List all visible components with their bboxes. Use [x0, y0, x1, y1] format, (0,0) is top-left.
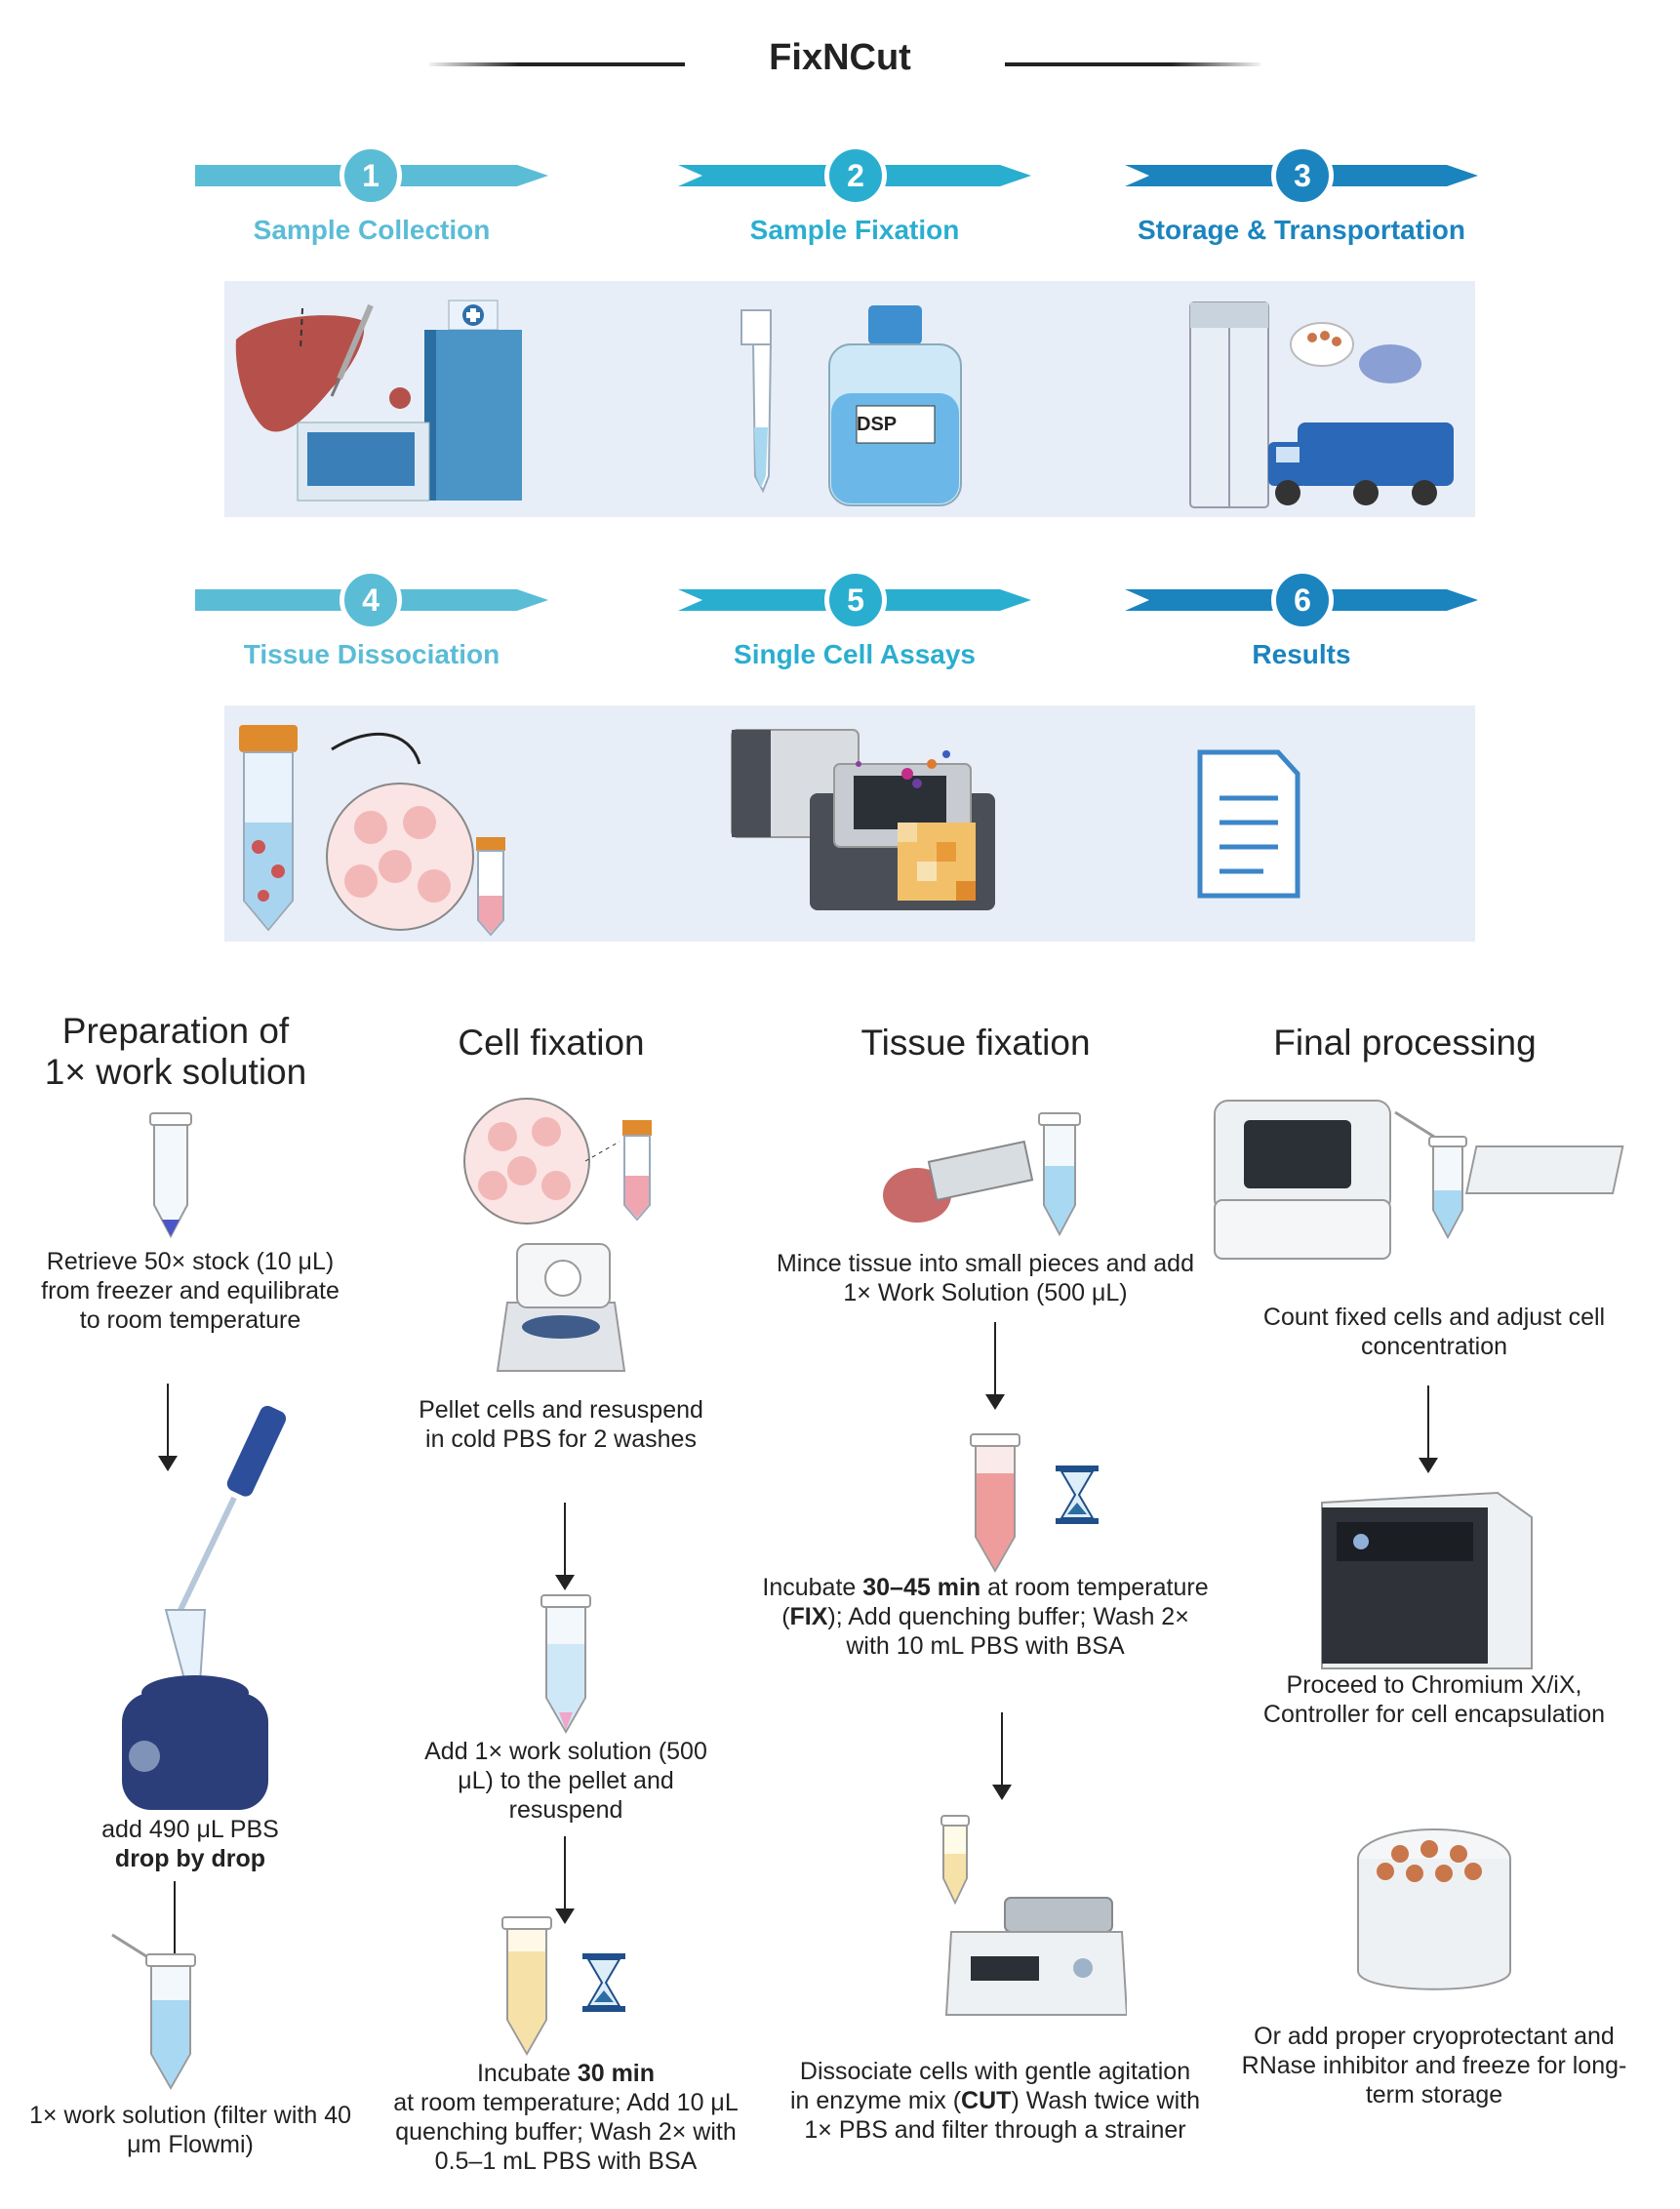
- prep-step2-line1: add 490 μL PBS: [101, 1816, 279, 1843]
- prep-title-line1: Preparation of: [61, 1011, 290, 1051]
- scalpel-icon: [330, 303, 374, 397]
- incubation-tube-icon: [501, 1916, 552, 2057]
- step-2-badge: 2: [824, 144, 887, 207]
- mince-tissue-icon: [883, 1112, 1081, 1237]
- heatmap-icon: [898, 823, 976, 901]
- tissue-step2-pre: Incubate: [762, 1574, 863, 1601]
- step-2-label: Sample Fixation: [749, 215, 960, 245]
- hospital-icon: [297, 300, 522, 502]
- cell-step3-pre: Incubate: [476, 2060, 578, 2087]
- cell-title: Cell fixation: [458, 1023, 645, 1063]
- cell-arrow-1: [553, 1503, 577, 1590]
- chromium-controller-icon: [1321, 1491, 1533, 1669]
- prep-arrow-1: [156, 1384, 180, 1471]
- title-rule-left: [429, 62, 685, 66]
- hourglass-icon-2: [1056, 1466, 1099, 1524]
- step-6-badge: 6: [1271, 569, 1334, 631]
- tissue-step3-cut: CUT: [961, 2087, 1012, 2114]
- truck-icon: [1268, 422, 1454, 505]
- tissue-title: Tissue fixation: [860, 1023, 1091, 1063]
- final-title: Final processing: [1273, 1023, 1537, 1063]
- step-1-badge: 1: [340, 144, 402, 207]
- tissue-step3-block: Dissociate cells with gentle agitation i…: [790, 2057, 1200, 2145]
- prep-step1-text: Retrieve 50× stock (10 μL) from freezer …: [41, 1248, 340, 1334]
- title-rule-right: [1005, 62, 1260, 66]
- liver-icon: [235, 307, 365, 432]
- dsp-bottle-icon: [828, 305, 962, 506]
- cell-step3-post: at room temperature; Add 10 μL quenching…: [393, 2089, 739, 2175]
- cell-step1-text: Pellet cells and resuspend in cold PBS f…: [419, 1396, 703, 1453]
- step-3-label: Storage & Transportation: [1137, 215, 1466, 245]
- step-5-label: Single Cell Assays: [734, 639, 976, 669]
- tissue-arrow-2: [990, 1712, 1014, 1800]
- tissue-step2-post: ); Add quenching buffer; Wash 2× with 10…: [827, 1603, 1189, 1660]
- tissue-step1-text: Mince tissue into small pieces and add 1…: [776, 1250, 1194, 1306]
- tissue-step3-post: ) Wash twice with 1× PBS and filter thro…: [804, 2087, 1200, 2144]
- falcon-tube-icon: [239, 725, 298, 932]
- tissue-step2-bold: 30–45 min: [862, 1574, 981, 1601]
- cell-counter-icon: [1214, 1100, 1624, 1260]
- stock-tube-icon: [149, 1112, 192, 1239]
- freezer-icon: [1189, 301, 1269, 508]
- final-step2-text: Proceed to Chromium X/iX, Controller for…: [1262, 1671, 1606, 1728]
- step-5-badge: 5: [824, 569, 887, 631]
- cells-magnified-icon: [463, 1098, 652, 1225]
- curved-arrow-icon: [331, 732, 421, 765]
- panel-top: DSP: [224, 281, 1475, 517]
- panel-top-illustrations: DSP: [235, 300, 1454, 508]
- panel-bottom: [224, 705, 1475, 942]
- final-step1-text: Count fixed cells and adjust cell concen…: [1262, 1304, 1606, 1360]
- tissue-step2-mid: at room temperature (: [781, 1574, 1209, 1630]
- final-step3-text: Or add proper cryoprotectant and RNase i…: [1241, 2023, 1627, 2109]
- step-4-label: Tissue Dissociation: [243, 639, 500, 669]
- tissue-step3-pre: Dissociate cells with gentle agitation i…: [790, 2058, 1191, 2114]
- prep-step3-text: 1× work solution (filter with 40 μm Flow…: [29, 2102, 352, 2158]
- dsp-label: DSP: [857, 414, 897, 435]
- pipette-vortex-icon: [122, 1405, 287, 1810]
- tissue-incubation-tube-icon: [970, 1433, 1020, 1574]
- magnified-cells-icon: [326, 783, 474, 931]
- small-tube-icon: [476, 837, 505, 937]
- hourglass-icon: [582, 1953, 625, 2012]
- tissue-sample-icon: [389, 387, 411, 409]
- step-3-badge: 3: [1271, 144, 1334, 207]
- prep-step2-bold: drop by drop: [114, 1845, 266, 1872]
- embedding-plot-icon: [856, 750, 950, 788]
- thermomixer-icon: [940, 1815, 1127, 2016]
- cell-arrow-2: [553, 1836, 577, 1924]
- tube-icon: [740, 309, 773, 494]
- panel-bottom-illustrations: [239, 725, 1300, 937]
- centrifuge-icon: [496, 1243, 626, 1372]
- tissue-arrow-1: [983, 1322, 1007, 1410]
- cell-step3-block: Incubate 30 min at room temperature; Add…: [390, 2059, 741, 2176]
- page-title: FixNCut: [769, 37, 911, 78]
- cell-step3-bold: 30 min: [577, 2060, 656, 2087]
- step-4-badge: 4: [340, 569, 402, 631]
- sample-box-icon: [1290, 322, 1421, 383]
- step-6-label: Results: [1252, 639, 1351, 669]
- tissue-step2-fix: FIX: [789, 1603, 828, 1630]
- prep-title-line2: 1× work solution: [44, 1052, 307, 1092]
- cell-step2-text: Add 1× work solution (500 μL) to the pel…: [424, 1738, 707, 1824]
- cryo-storage-icon: [1357, 1828, 1511, 1990]
- tissue-step2-block: Incubate 30–45 min at room temperature (…: [761, 1573, 1210, 1661]
- step-1-label: Sample Collection: [253, 215, 491, 245]
- work-solution-tube-icon: [111, 1933, 196, 2091]
- cell-tube-icon: [540, 1594, 591, 1735]
- document-icon: [1197, 749, 1300, 899]
- final-arrow-1: [1417, 1386, 1440, 1473]
